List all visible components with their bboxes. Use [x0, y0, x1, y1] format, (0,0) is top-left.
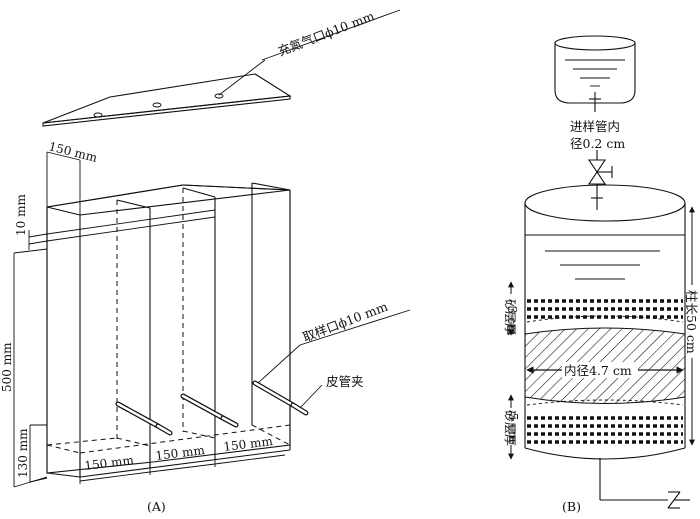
- sampling-tube-3: [252, 380, 309, 416]
- outlet-pipe: [599, 458, 690, 509]
- column: [524, 184, 686, 460]
- dim-thickness-label: 10 mm: [14, 194, 28, 236]
- sand-layer-bottom: [526, 399, 684, 444]
- lid-port-label: 充氮气口ϕ10 mm: [276, 8, 377, 59]
- panel-a: 充氮气口ϕ10 mm: [0, 8, 411, 514]
- packed-media: [524, 327, 686, 404]
- port-hole-1: [93, 112, 103, 118]
- dim-height-label: 500 mm: [0, 342, 14, 392]
- sampling-tube-2: [180, 393, 239, 428]
- reservoir: [554, 35, 636, 112]
- sampling-tubes: [115, 309, 411, 436]
- panel-b-caption: (B): [562, 499, 581, 514]
- sample-port-label: 取样口ϕ10 mm: [301, 299, 390, 345]
- lid-plate: [42, 9, 401, 127]
- sand-layer-top: [526, 299, 684, 323]
- panel-a-caption: (A): [147, 499, 166, 514]
- column-length-label: 柱长50 cm: [684, 290, 699, 354]
- sampling-tube-1: [115, 401, 173, 436]
- sand-bottom-label: 砂层厚: [503, 410, 517, 446]
- port-hole-3: [214, 93, 224, 99]
- dim-bottom-widths: [79, 454, 286, 484]
- sand-top-thickness: 3 cm: [505, 306, 519, 336]
- sand-top-label: 砂层厚: [503, 299, 517, 335]
- dim-bottom-height-label: 130 mm: [16, 428, 30, 478]
- dim-thickness: [28, 209, 216, 250]
- dim-bottom-3-label: 150 mm: [223, 434, 274, 454]
- dim-bottom-1-label: 150 mm: [84, 453, 135, 473]
- inner-diameter-label: 内径4.7 cm: [564, 363, 632, 378]
- dim-bottom-2-label: 150 mm: [155, 443, 206, 463]
- sand-bottom-thickness: 5 cm: [506, 413, 520, 443]
- dim-top-width-label: 150 mm: [47, 139, 99, 165]
- inlet-label-line1: 进样管内: [570, 119, 620, 134]
- inlet-valve: [587, 150, 613, 210]
- dim-top-width: [46, 151, 81, 215]
- panel-b: 进样管内 径0.2 cm: [503, 35, 699, 514]
- dim-bottom-height: [29, 424, 48, 483]
- port-hole-2: [152, 102, 162, 108]
- inlet-label-line2: 径0.2 cm: [570, 136, 625, 151]
- lid-label-leader: [218, 59, 266, 96]
- clamp-label: 皮管夹: [326, 374, 364, 389]
